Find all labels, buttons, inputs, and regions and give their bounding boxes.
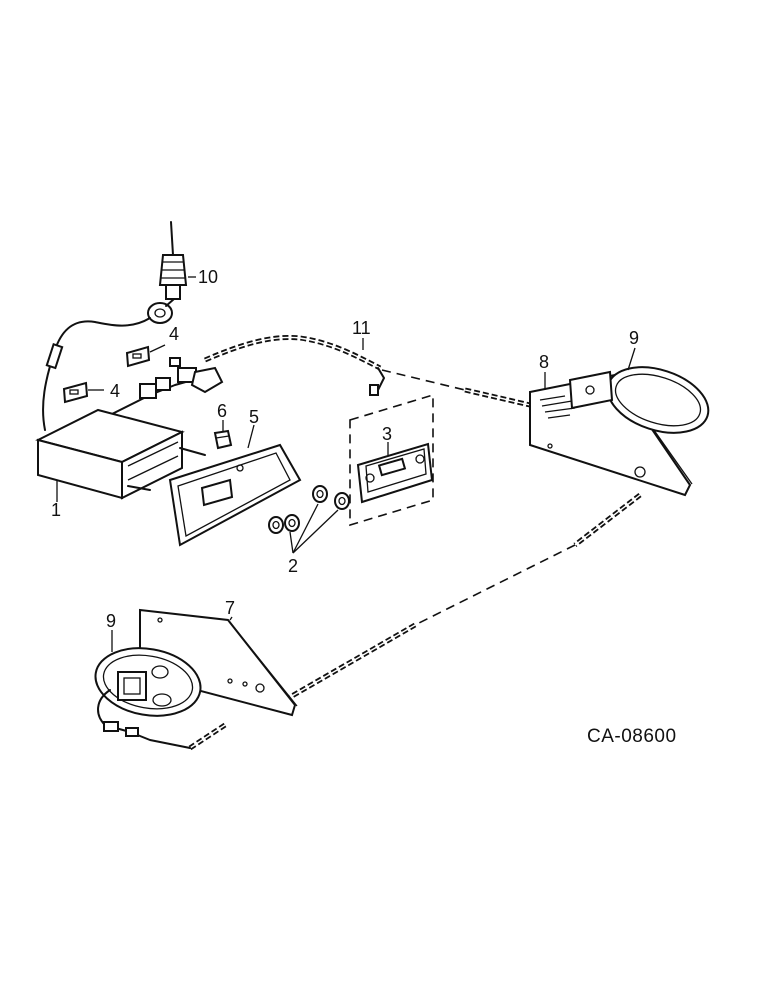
knobs [268,485,350,554]
radio-receiver [35,408,206,500]
callout-bezel: 3 [382,424,392,444]
callout-bracket-lower: 4 [110,381,120,401]
callout-speaker-left: 9 [106,611,116,631]
callout-bracket-upper: 4 [169,324,179,344]
callout-knob-stem: 6 [217,401,227,421]
antenna [42,221,196,431]
callout-mounting-plate: 5 [249,407,259,427]
callout-speaker-right: 9 [629,328,639,348]
cable-lower [188,493,642,751]
knob-stem [213,429,233,450]
speaker-right [568,366,710,434]
leader-lines [56,338,636,652]
callout-knobs: 2 [288,556,298,576]
callout-antenna: 10 [198,267,218,287]
diagram-code: CA-08600 [587,726,677,747]
bezel-group [349,393,434,527]
callout-speaker-panel-right: 8 [539,352,549,372]
callout-cable: 11 [352,318,371,338]
bracket-upper [125,344,166,368]
speaker-left [94,647,202,749]
callout-radio: 1 [51,500,61,520]
bracket-lower [62,381,104,404]
callout-labels: 1 2 3 4 4 5 6 7 8 9 9 10 11 CA-08600 [51,267,677,747]
cable-harness [99,334,531,421]
callout-speaker-panel-left: 7 [225,598,235,618]
mounting-plate [168,443,302,547]
